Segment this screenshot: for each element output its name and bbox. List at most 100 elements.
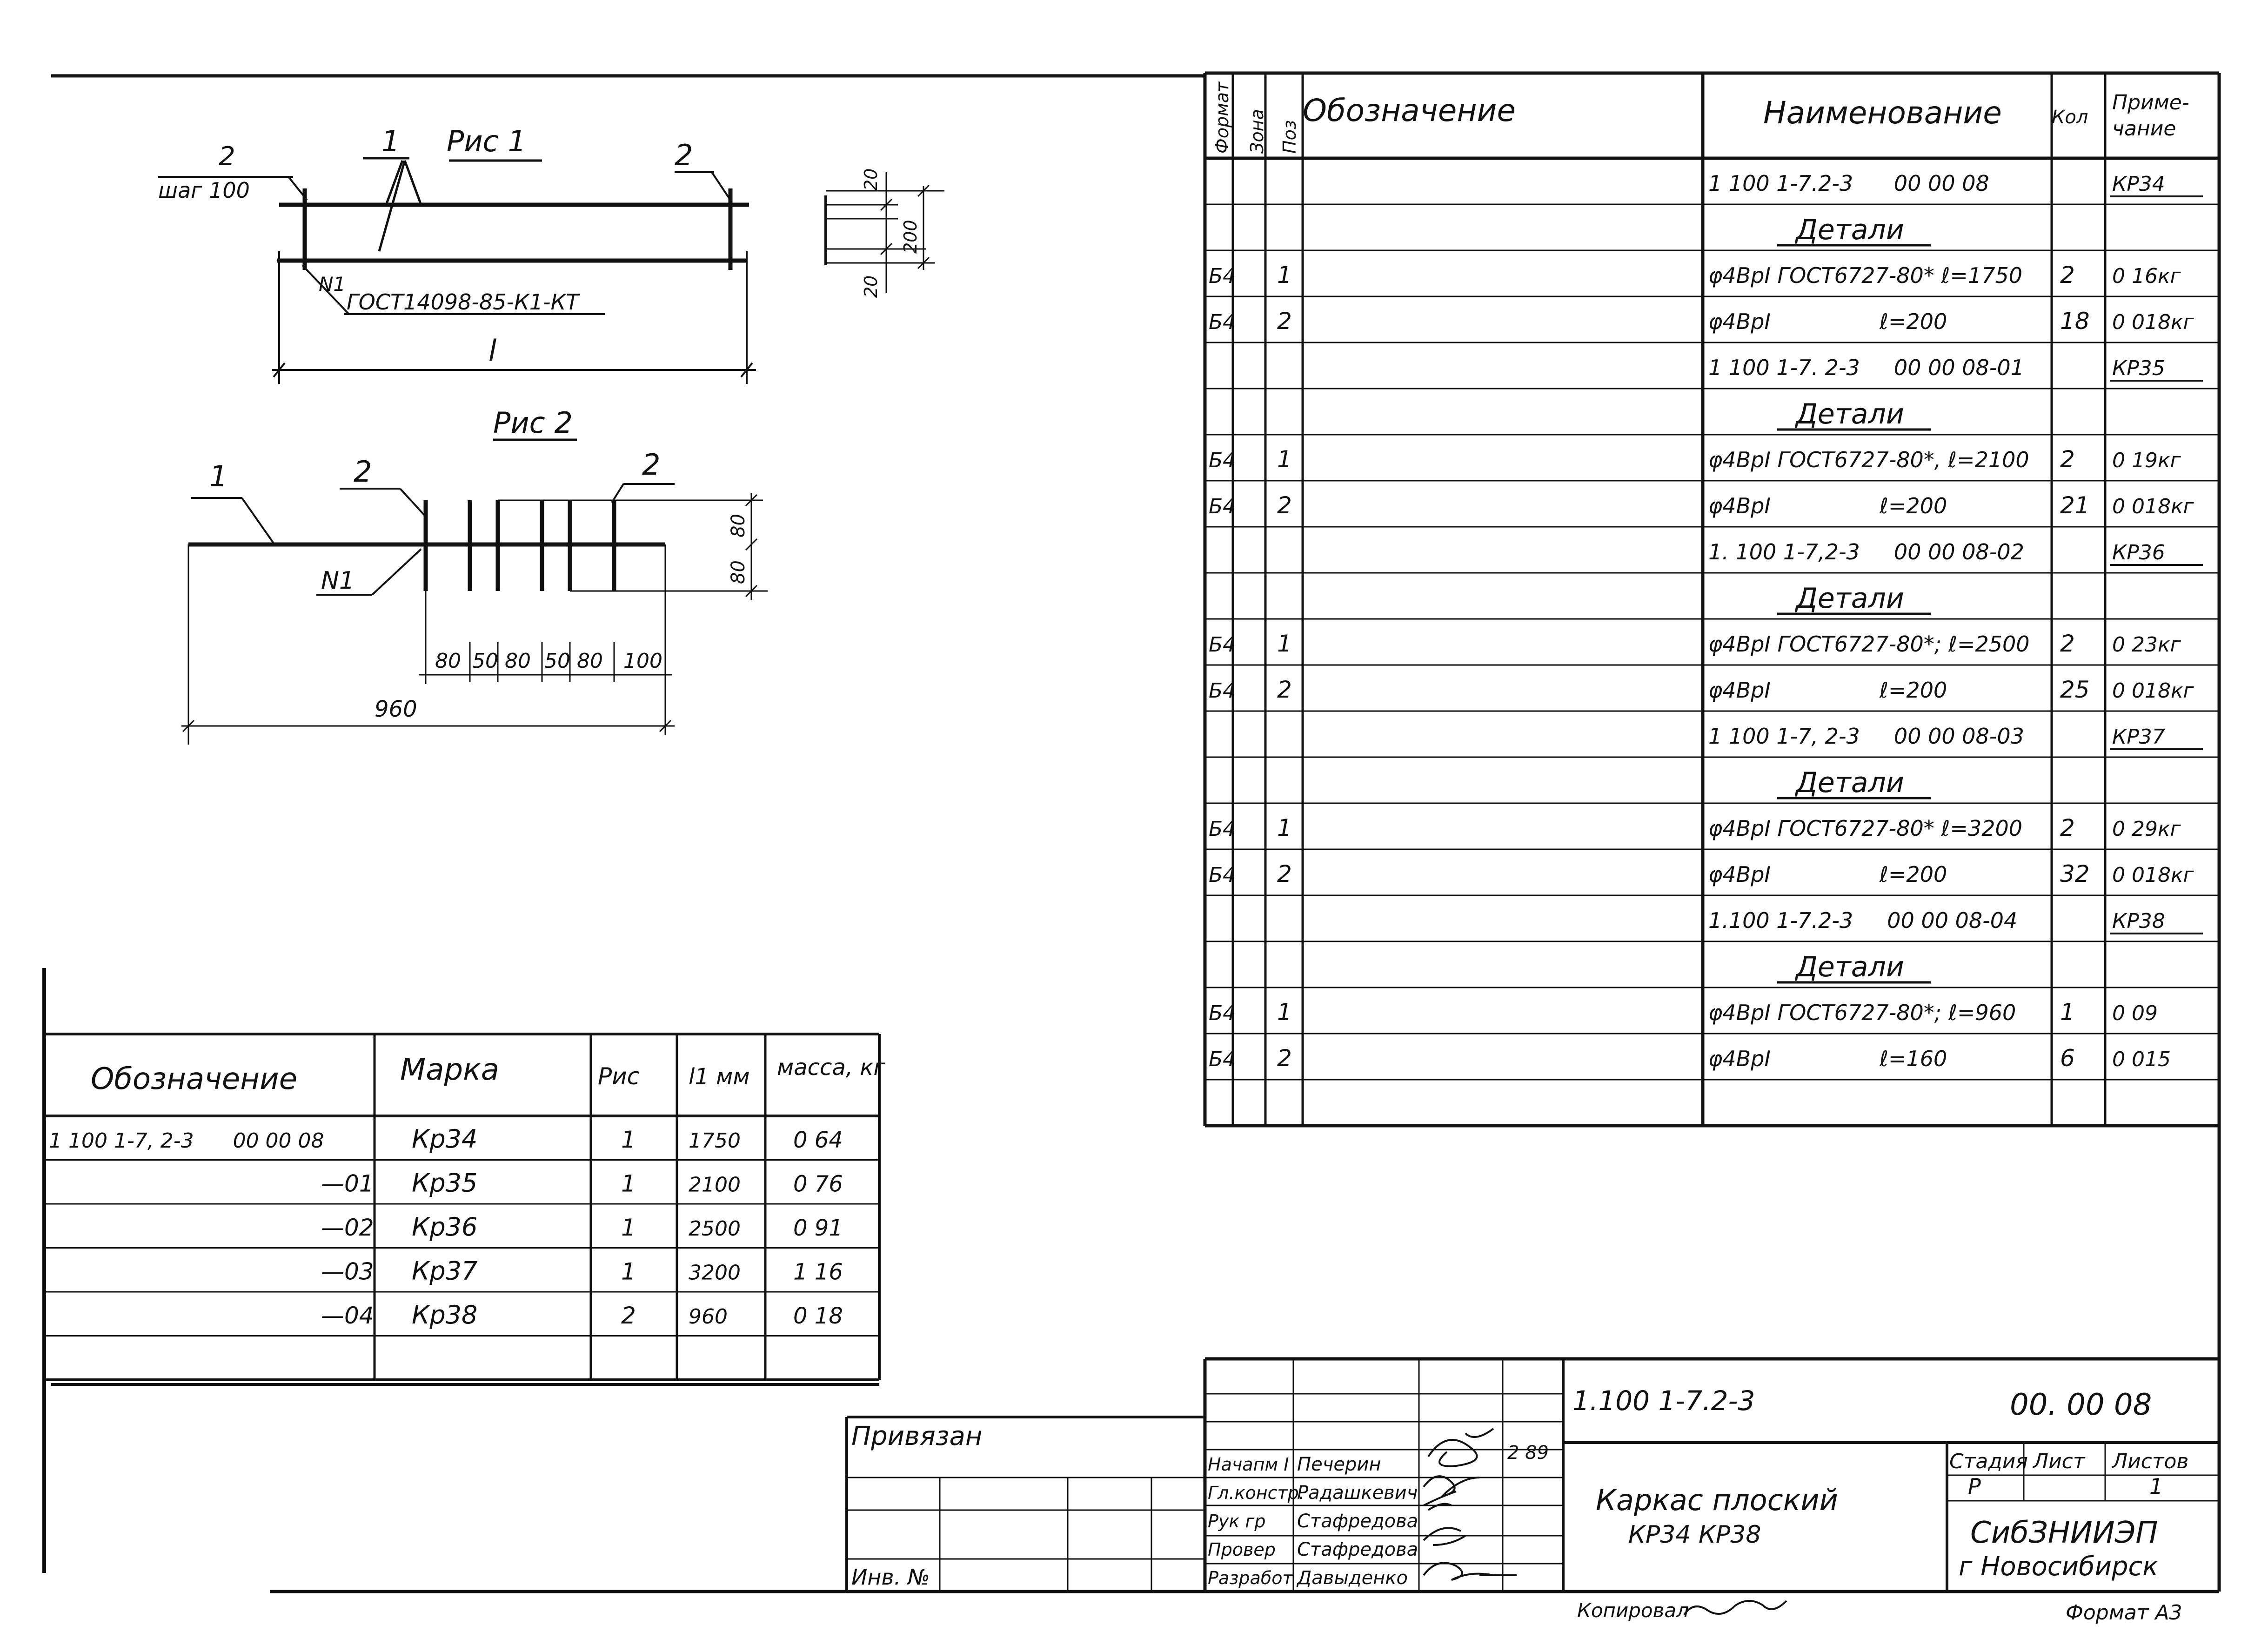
spec-row-qty: 25: [2060, 676, 2090, 703]
marks-table: Обозначение Марка Рис l1 мм масса, кг 1 …: [42, 968, 885, 1573]
fig1-step-label: шаг 100: [158, 178, 250, 203]
fig2-callout-2-right: 2: [642, 448, 660, 482]
fig1-weld-mark: N1: [319, 273, 346, 296]
spec-row-pos: 1: [1277, 630, 1292, 657]
spec-row-name: 1. 100 1-7,2-3 00 00 08-02: [1708, 539, 2024, 564]
spec-row-format: Б4: [1209, 264, 1236, 288]
spec-row-pos: 2: [1277, 676, 1292, 703]
fig1-callout-2-right: 2: [675, 138, 693, 172]
title-role: Рук гр: [1208, 1511, 1266, 1532]
fig1-callout-2-left: 2: [219, 141, 235, 172]
spec-row-name: φ4ВрI ГОСТ6727-80*, ℓ=2100: [1708, 447, 2029, 472]
spec-row-note: КР35: [2112, 356, 2165, 380]
spec-row: Детали: [1777, 951, 1931, 984]
spec-row-pos: 2: [1277, 492, 1292, 519]
marks-row-fig: 1: [621, 1170, 636, 1197]
marks-row-mass: 0 64: [793, 1127, 843, 1153]
spec-row-name: φ4ВрI ℓ=200: [1708, 309, 1947, 334]
title-doc-number: 00. 00 08: [2010, 1388, 2152, 1422]
spec-row-format: Б4: [1209, 633, 1236, 657]
spec-row: Детали: [1777, 582, 1931, 615]
title-org-line-2: г Новосибирск: [1959, 1552, 2158, 1582]
marks-row-designation: 1 100 1-7, 2-3 00 00 08: [49, 1129, 324, 1153]
title-line-1: Каркас плоский: [1596, 1483, 1838, 1517]
fig1-weld-standard: ГОСТ14098-85-К1-КТ: [347, 289, 581, 315]
spec-row: Детали: [1777, 398, 1931, 431]
title-role: Гл.констр.: [1208, 1483, 1305, 1503]
spec-row: Детали: [1777, 766, 1931, 799]
spec-row-qty: 1: [2060, 999, 2075, 1026]
spec-header-designation: Обозначение: [1303, 93, 1516, 128]
fig2-spacing-4: 50: [544, 649, 570, 673]
spec-row-note: КР38: [2112, 909, 2165, 933]
marks-header-mark: Марка: [400, 1053, 499, 1087]
spec-row-note: 0 015: [2112, 1048, 2171, 1071]
spec-row-qty: 2: [2060, 630, 2075, 657]
spec-row-name: φ4ВрI ГОСТ6727-80*; ℓ=960: [1708, 1000, 2016, 1025]
specification-table: Формат Зона Поз Обозначение Наименование…: [1203, 73, 2221, 1128]
fig2-spacing-3: 80: [505, 649, 531, 673]
spec-row-name: φ4ВрI ℓ=200: [1708, 678, 1947, 703]
marks-row-mass: 1 16: [793, 1259, 843, 1285]
spec-row-format: Б4: [1209, 863, 1236, 887]
fig2-callout-2-left: 2: [354, 455, 372, 489]
title-date-mark: 2 89: [1507, 1442, 1549, 1464]
spec-row-heading: Детали: [1794, 582, 1904, 615]
spec-header-qty: Кол: [2052, 107, 2088, 128]
binding-label: Привязан: [851, 1421, 982, 1451]
marks-row-mark: Кр38: [412, 1300, 477, 1330]
title-person: Печерин: [1297, 1454, 1381, 1475]
spec-row-name: φ4ВрI ГОСТ6727-80*; ℓ=2500: [1708, 631, 2030, 657]
marks-row-designation: —01: [321, 1170, 374, 1197]
signatures: [1423, 1428, 1517, 1581]
spec-row-pos: 2: [1277, 308, 1292, 335]
marks-row-length: 1750: [689, 1129, 741, 1153]
spec-row-pos: 1: [1277, 262, 1292, 289]
spec-row-heading: Детали: [1794, 951, 1904, 983]
marks-row-mass: 0 91: [793, 1215, 843, 1241]
marks-header-length: l1 мм: [689, 1064, 750, 1090]
marks-row-designation: —04: [321, 1302, 374, 1329]
spec-row-name: φ4ВрI ℓ=160: [1708, 1046, 1947, 1071]
marks-row-mark: Кр36: [412, 1212, 477, 1242]
title-line-2: КР34 КР38: [1628, 1521, 1761, 1549]
title-copied-label: Копировал: [1577, 1599, 1689, 1622]
spec-row-note: КР37: [2112, 725, 2165, 749]
fig2-dim-right-bottom: 80: [728, 560, 749, 584]
fig2-weld-mark: N1: [321, 567, 355, 595]
spec-row-name: φ4ВрI ℓ=200: [1708, 493, 1947, 518]
spec-row-format: Б4: [1209, 817, 1236, 841]
marks-row-mark: Кр34: [412, 1124, 477, 1154]
spec-row-note: 0 09: [2112, 1001, 2158, 1025]
spec-row-heading: Детали: [1794, 398, 1904, 430]
marks-row-length: 3200: [689, 1261, 741, 1285]
spec-row-qty: 6: [2060, 1045, 2075, 1072]
fig1-section-dim-mid: 200: [900, 220, 921, 254]
spec-row-format: Б4: [1209, 449, 1236, 472]
marks-row-fig: 1: [621, 1214, 636, 1241]
marks-row-mass: 0 18: [793, 1303, 843, 1329]
title-stage-label: Стадия: [1949, 1450, 2028, 1473]
spec-row-note: 0 29кг: [2112, 817, 2181, 841]
marks-row-length: 2100: [689, 1173, 741, 1197]
spec-header-note: Приме-чание: [2112, 91, 2189, 141]
spec-row-qty: 2: [2060, 262, 2075, 289]
binding-block: Привязан Инв. №: [51, 1383, 1205, 1592]
title-format-label: Формат А3: [2066, 1601, 2182, 1625]
